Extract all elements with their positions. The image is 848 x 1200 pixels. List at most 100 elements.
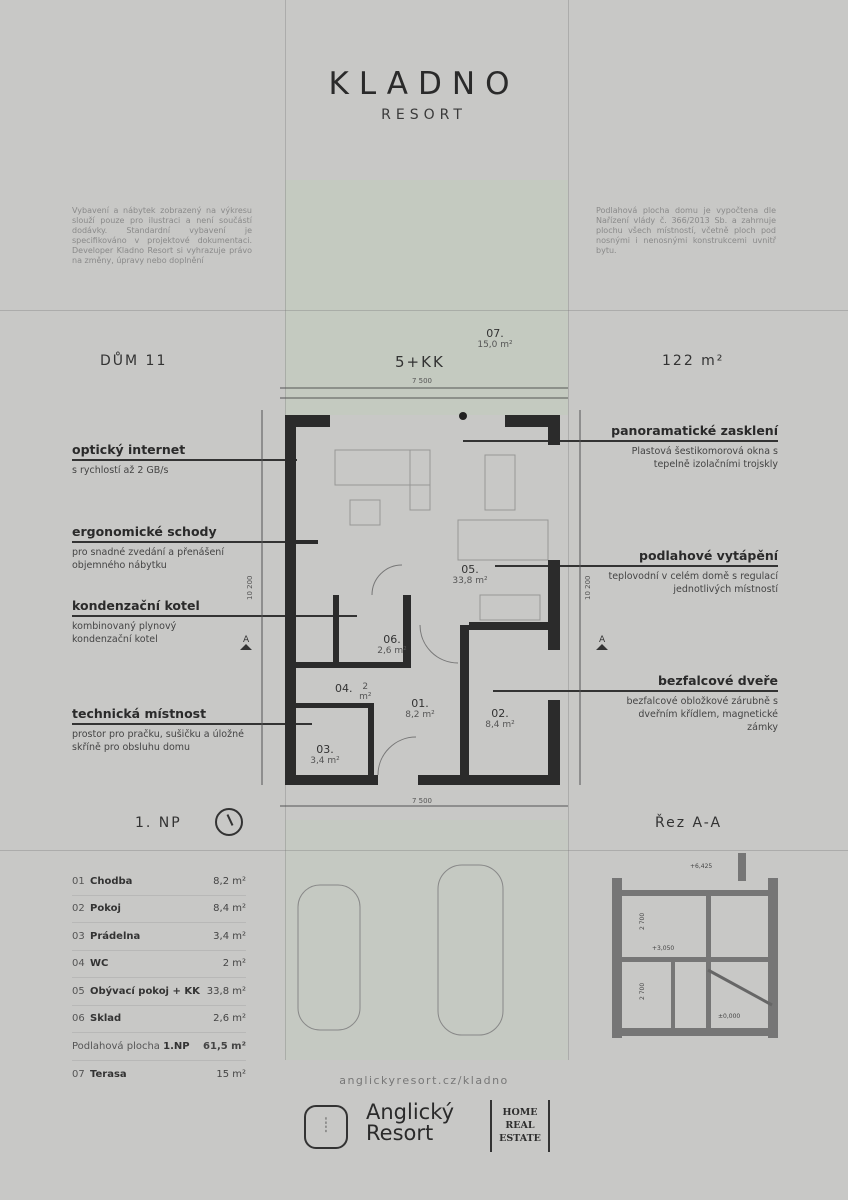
height-upper: 2 700 [639,913,646,930]
feature-title: ergonomické schody [72,524,317,543]
section-drawing: +6,425 +3,050 ±0,000 2 700 2 700 [612,853,778,1038]
north-arrow-icon [215,808,243,836]
room-label-04: 04.2 m² [335,682,372,702]
partner-line: ESTATE [499,1133,541,1144]
area-note: Podlahová plocha domu je vypočtena dle N… [596,206,776,255]
feature-stairs: ergonomické schody pro snadné zvedání a … [72,524,317,572]
room-name: WC [90,958,109,970]
room-num: 02 [72,903,85,915]
section-mark-right: A [599,635,606,645]
floor-plan: 7 500 7 500 10 200 10 200 A A [240,377,608,807]
dim-height-right: 10 200 [584,576,592,601]
feature-heating: podlahové vytápění teplovodní v celém do… [495,548,778,596]
room-area: 2,6 m² [213,1013,246,1025]
room-num: 07 [72,1068,85,1080]
website-link[interactable]: anglickyresort.cz/kladno [339,1074,509,1087]
room-name: Sklad [90,1013,122,1025]
page-title: KLADNO [328,66,520,102]
room-name: Obývací pokoj + KK [90,985,200,997]
partner-logo: HOME REAL ESTATE [490,1100,550,1152]
table-row: 04 WC 2 m² [72,951,246,978]
room-area: 8,2 m² [213,875,246,887]
feature-title: kondenzační kotel [72,598,357,617]
total-floor: 1.NP [163,1040,190,1052]
feature-boiler: kondenzační kotel kombinovaný plynový ko… [72,598,357,646]
walls [285,415,560,785]
feature-glazing: panoramatické zasklení Plastová šestikom… [463,423,778,471]
section-label: Řez A-A [655,815,723,831]
feature-desc: bezfalcové obložkové zárubně s dveřním k… [626,696,778,733]
room-label-05: 05.33,8 m² [452,563,488,586]
room-label-01: 01.8,2 m² [405,697,435,720]
table-row: 01 Chodba 8,2 m² [72,868,246,896]
car-icon [297,884,361,1031]
car-icon [437,864,504,1036]
partner-line: HOME [502,1107,538,1118]
dim-width-top: 7 500 [412,377,432,385]
feature-desc: s rychlostí až 2 GB/s [72,465,169,476]
house-layout: 5+KK [395,353,445,371]
room-table: 01 Chodba 8,2 m² 02 Pokoj 8,4 m² 03 Prádelna 3… [72,868,246,1088]
guide-line [0,850,848,851]
feature-tech-room: technická místnost prostor pro pračku, s… [72,706,312,754]
feature-title: podlahové vytápění [495,548,778,567]
parking-area [285,820,568,1060]
room-area: 3,4 m² [213,930,246,942]
room-area: 33,8 m² [206,985,246,997]
parking-cars [297,864,504,1036]
total-label: Podlahová plocha [72,1040,160,1052]
marker-dot [459,412,467,420]
furniture [334,449,549,621]
brand-line: Resort [366,1121,434,1145]
feature-doors: bezfalcové dveře bezfalcové obložkové zá… [493,673,778,734]
feature-title: technická místnost [72,706,312,725]
total-area: 61,5 m² [203,1040,246,1052]
dim-height-left: 10 200 [246,576,254,601]
feature-internet: optický internet s rychlostí až 2 GB/s [72,442,297,477]
room-name: Terasa [90,1068,127,1080]
table-row: 02 Pokoj 8,4 m² [72,896,246,923]
level-first: +3,050 [652,945,674,952]
section-mark-left: A [243,635,250,645]
room-label-07: 07.15,0 m² [477,327,513,350]
feature-desc: pro snadné zvedání a přenášení objemného… [72,547,224,571]
guide-line [568,0,569,1060]
room-label-02: 02.8,4 m² [485,707,515,730]
room-num: 04 [72,958,85,970]
table-row: 03 Prádelna 3,4 m² [72,923,246,951]
floor-label: 1. NP [135,815,182,831]
disclaimer-note: Vybavení a nábytek zobrazený na výkresu … [72,206,252,265]
room-num: 01 [72,875,85,887]
room-area: 15 m² [216,1068,246,1080]
brand-line: Anglický [366,1100,455,1124]
total-row: Podlahová plocha 1.NP 61,5 m² [72,1033,246,1061]
feature-title: bezfalcové dveře [493,673,778,692]
page-subtitle: RESORT [381,107,467,123]
feature-desc: kombinovaný plynový kondenzační kotel [72,621,177,645]
house-name: DŮM 11 [100,353,168,369]
table-row: 07 Terasa 15 m² [72,1061,246,1089]
dim-width-bottom: 7 500 [412,797,432,805]
feature-title: panoramatické zasklení [463,423,778,442]
room-num: 03 [72,930,85,942]
room-area: 2 m² [222,958,246,970]
lyre-logo-icon: 𝄄 [304,1105,348,1149]
partner-line: REAL [505,1120,535,1131]
terrace-area [285,180,568,415]
doors [371,564,459,776]
feature-title: optický internet [72,442,297,461]
room-name: Prádelna [90,930,141,942]
brand-logo: Anglický Resort [366,1102,454,1144]
feature-desc: Plastová šestikomorová okna s tepelně iz… [631,446,778,470]
room-label-03: 03.3,4 m² [310,743,340,766]
room-name: Chodba [90,875,133,887]
dimension-lines [261,387,581,807]
house-area: 122 m² [662,353,725,369]
room-area: 8,4 m² [213,903,246,915]
room-label-06: 06.2,6 m² [377,633,407,656]
feature-desc: teplovodní v celém domě s regulací jedno… [608,571,778,595]
guide-line [0,310,848,311]
room-name: Pokoj [90,903,121,915]
level-ground: ±0,000 [718,1013,740,1020]
